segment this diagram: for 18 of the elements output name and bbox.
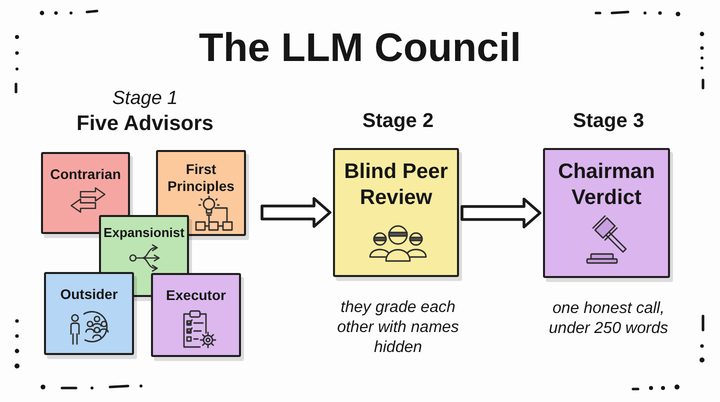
note-title: First Principles [166,161,236,195]
stage-label: Stage 1 [112,87,178,111]
block-arrow [260,197,332,228]
diagram-title: The LLM Council [198,25,522,71]
note-title: Expansionist [104,224,184,241]
stage-heading: Stage 3 [572,109,644,133]
advisor-note [151,273,241,357]
block-arrow [460,198,542,228]
note-title: Chairman Verdict [557,159,656,211]
advisor-note [44,272,134,355]
stage-heading: Stage 2 [362,109,434,133]
stage-description: they grade each other with names hidden [336,298,460,358]
note-title: Outsider [60,285,118,303]
note-title: Executor [166,286,226,304]
note-title: Contrarian [50,165,121,183]
group-heading: Five Advisors [76,112,214,136]
stage-description: one honest call, under 250 words [548,299,670,339]
note-title: Blind Peer Review [343,159,449,211]
